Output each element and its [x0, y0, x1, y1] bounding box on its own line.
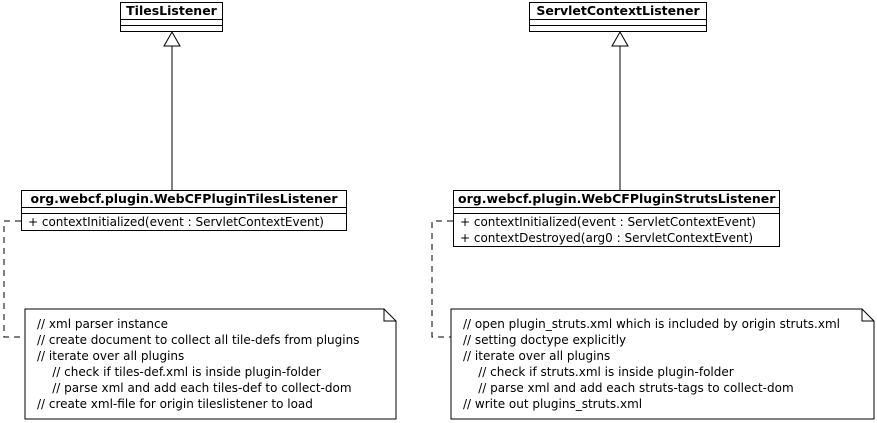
note-line: // parse xml and add each struts-tags to… [463, 381, 794, 395]
method-item: + contextInitialized(event : ServletCont… [460, 215, 756, 229]
methods-compartment: + contextInitialized(event : ServletCont… [454, 213, 779, 246]
note-attachment-edge-struts [431, 220, 453, 338]
generalization-arrowhead-struts-icon [611, 30, 629, 47]
methods-compartment [530, 25, 706, 31]
note-line: // check if tiles-def.xml is inside plug… [37, 365, 321, 379]
class-box-webcfpluginstrutslistener: org.webcf.plugin.WebCFPluginStrutsListen… [453, 190, 780, 247]
method-item: + contextInitialized(event : ServletCont… [28, 215, 324, 229]
method-item: + contextDestroyed(arg0 : ServletContext… [460, 231, 753, 245]
note-line: // setting doctype explicitly [463, 333, 627, 347]
note-line: // iterate over all plugins [463, 349, 611, 363]
class-box-tileslistener: TilesListener [120, 2, 223, 32]
note-line: // parse xml and add each tiles-def to c… [37, 381, 352, 395]
note-line: // create document to collect all tile-d… [37, 333, 360, 347]
note-fold-struts-icon [861, 309, 874, 322]
note-line: // write out plugins_struts.xml [463, 397, 643, 411]
note-line: // xml parser instance [37, 317, 168, 331]
note-line: // iterate over all plugins [37, 349, 185, 363]
class-box-webcfplugintileslistener: org.webcf.plugin.WebCFPluginTilesListene… [21, 190, 347, 231]
note-line: // check if struts.xml is inside plugin-… [463, 365, 734, 379]
note-tiles: // xml parser instance // create documen… [25, 309, 396, 419]
note-attachment-edge-tiles [3, 220, 25, 338]
note-line: // open plugin_struts.xml which is inclu… [463, 317, 840, 331]
note-line: // create xml-file for origin tilesliste… [37, 397, 313, 411]
class-title: ServletContextListener [530, 3, 706, 20]
class-title: TilesListener [121, 3, 222, 20]
note-shape-tiles [24, 308, 397, 420]
note-fold-tiles-icon [383, 309, 396, 322]
note-struts: // open plugin_struts.xml which is inclu… [451, 309, 874, 419]
methods-compartment: + contextInitialized(event : ServletCont… [22, 213, 346, 230]
class-box-servletcontextlistener: ServletContextListener [529, 2, 707, 32]
class-title: org.webcf.plugin.WebCFPluginTilesListene… [22, 191, 346, 208]
class-title: org.webcf.plugin.WebCFPluginStrutsListen… [454, 191, 779, 208]
methods-compartment [121, 25, 222, 31]
note-shape-struts [450, 308, 875, 420]
generalization-arrowhead-tiles-icon [163, 30, 181, 47]
